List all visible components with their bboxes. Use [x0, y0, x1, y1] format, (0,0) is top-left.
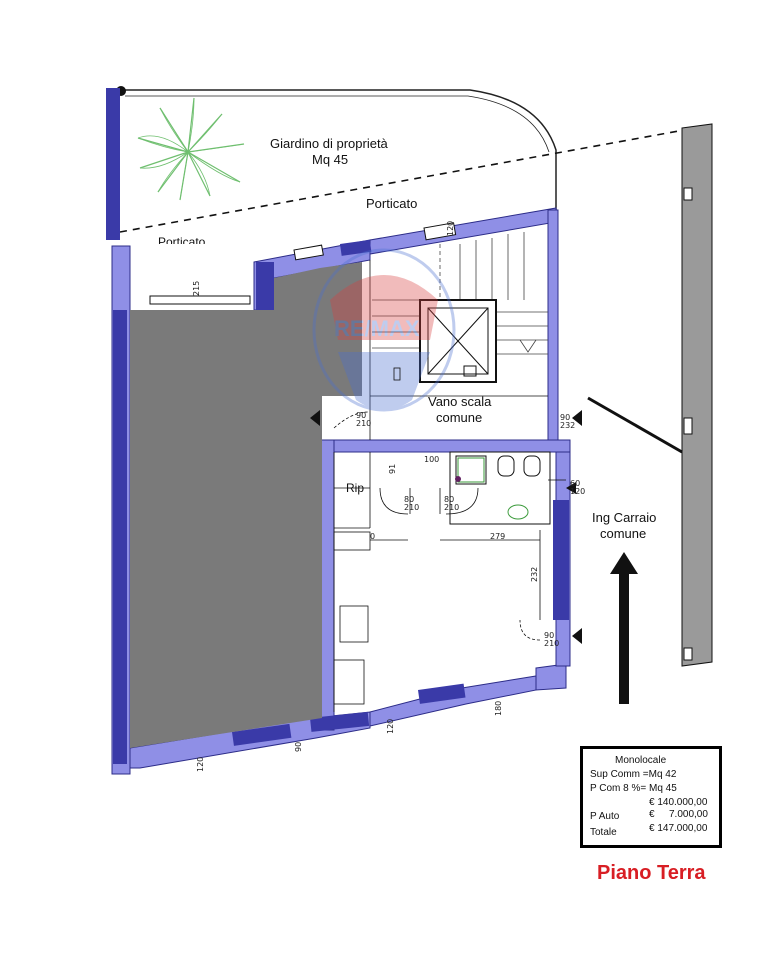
elevator-icon [419, 299, 497, 383]
plant-icon [137, 97, 245, 201]
info-price: € 140.000,00 [649, 797, 708, 808]
info-p-com: P Com 8 %= Mq 45 [590, 783, 677, 794]
stair-label-line2: comune [436, 410, 483, 425]
info-p-auto-label: P Auto [590, 811, 620, 822]
dim-90: 90 [294, 741, 303, 752]
svg-text:RE/MAX: RE/MAX [334, 316, 420, 341]
info-totale-value: € 147.000,00 [649, 823, 708, 834]
left-wall-top [106, 88, 120, 240]
info-sup-comm: Sup Comm =Mq 42 [590, 769, 677, 780]
info-p-auto-value: 7.000,00 [669, 809, 708, 820]
door-dim-80-210b: 80 210 [444, 495, 460, 512]
carraio-label-line1: Ing Carraio [592, 510, 657, 525]
gray-room [130, 262, 362, 748]
garden-label-line2: Mq 45 [312, 152, 349, 167]
bathroom [449, 451, 551, 525]
dim-120b: 120 [196, 756, 205, 772]
carraio-road [587, 123, 713, 667]
dim-0: 0 [370, 532, 376, 541]
info-p-auto-euro: € [649, 809, 655, 820]
dim-279: 279 [490, 532, 506, 541]
dim-120a: 120 [386, 718, 395, 734]
door-dim-60-120: 60 120 [570, 479, 586, 496]
dim-215: 215 [192, 280, 201, 296]
porticato-label: Porticato [366, 196, 418, 211]
stair-label-line1: Vano scala [428, 394, 492, 409]
garden-area [116, 86, 713, 233]
dim-91: 91 [388, 463, 397, 474]
dim-120c: 120 [446, 220, 455, 236]
info-title: Monolocale [615, 755, 667, 766]
door-dim-90-232: 90 232 [560, 413, 576, 430]
price-info-box: Monolocale Sup Comm =Mq 42 P Com 8 %= Mq… [580, 746, 722, 848]
dim-180: 180 [494, 700, 503, 716]
porticato-partial-label: Porticato [158, 235, 206, 244]
garden-label-line1: Giardino di proprietà [270, 136, 388, 151]
stair-icon [369, 232, 548, 440]
door-dim-90-210: 90 210 [356, 411, 372, 428]
door-dim-80-210a: 80 210 [404, 495, 420, 512]
rip-label: Rip [346, 481, 365, 495]
door-dim-90-210b: 90 210 [544, 631, 560, 648]
remax-watermark-icon: RE/MAX [312, 248, 456, 412]
info-totale-label: Totale [590, 827, 617, 838]
arrow-up-icon [610, 552, 638, 704]
carraio-label-line2: comune [600, 526, 647, 541]
dim-232: 232 [530, 566, 539, 582]
dim-100: 100 [424, 455, 440, 464]
floor-title: Piano Terra [597, 862, 706, 884]
